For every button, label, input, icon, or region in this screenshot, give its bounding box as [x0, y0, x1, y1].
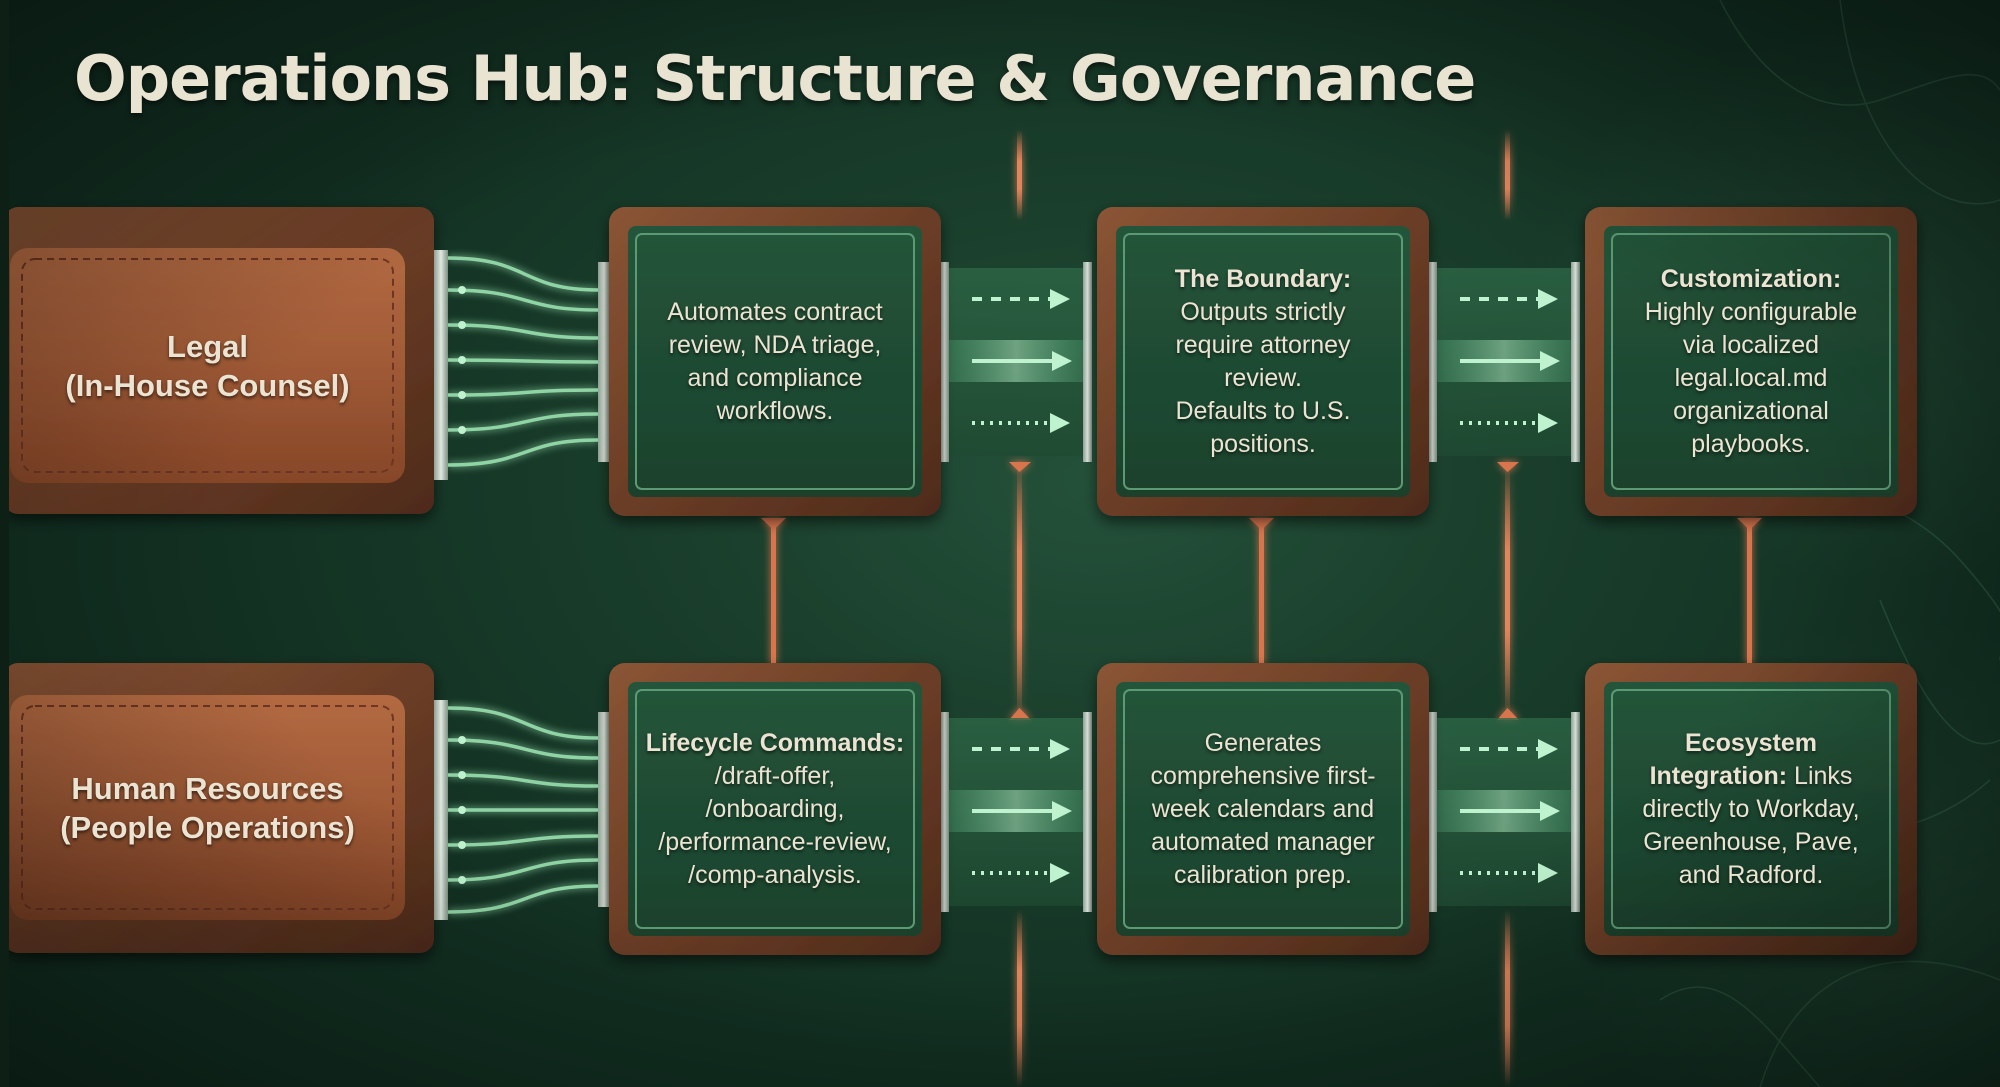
node-text-line: comprehensive first- — [1150, 761, 1376, 790]
node-legal-customization: Customization: Highly configurable via l… — [1604, 226, 1898, 497]
node-text-line: review, NDA triage, — [668, 330, 882, 359]
node-frame-hr-1 — [609, 663, 941, 955]
node-hr-ecosystem: Ecosystem Integration: Links directly to… — [1604, 682, 1898, 936]
node-text-line: review. — [1224, 363, 1302, 392]
node-heading: The Boundary: — [1174, 264, 1352, 293]
node-heading-line: Integration: Links — [1650, 760, 1853, 793]
node-text-line: automated manager — [1151, 827, 1375, 856]
node-text-line: Greenhouse, Pave, — [1643, 827, 1859, 856]
left-edge-bar — [0, 0, 9, 1087]
node-text-line: Outputs strictly — [1180, 297, 1346, 326]
node-text-line: positions. — [1210, 429, 1316, 458]
node-frame-legal-1 — [609, 207, 941, 516]
node-heading: Customization: — [1660, 264, 1842, 293]
node-text-line: /performance-review, — [658, 827, 892, 856]
node-text-line: workflows. — [716, 396, 834, 425]
node-frame-legal-3 — [1585, 207, 1917, 516]
node-hr-lifecycle: Lifecycle Commands: /draft-offer, /onboa… — [628, 682, 922, 936]
node-frame-hr-3 — [1585, 663, 1917, 955]
node-legal-boundary: The Boundary: Outputs strictly require a… — [1116, 226, 1410, 497]
node-heading: Lifecycle Commands: — [645, 728, 905, 757]
department-hr-label: Human Resources (People Operations) — [10, 695, 405, 920]
node-text-line: require attorney — [1175, 330, 1351, 359]
node-hr-generation: Generates comprehensive first- week cale… — [1116, 682, 1410, 936]
node-text-line: playbooks. — [1691, 429, 1811, 458]
department-card-legal — [4, 207, 434, 514]
node-frames — [609, 207, 1917, 955]
page-title: Operations Hub: Structure & Governance — [74, 42, 1476, 115]
conduit-legal — [434, 250, 610, 480]
node-heading-tail: Integration: — [1649, 761, 1788, 790]
department-legal-subtitle: (In-House Counsel) — [65, 367, 350, 403]
node-text-line: via localized — [1682, 330, 1820, 359]
flow-lanes — [940, 262, 1580, 912]
vertical-connectors — [761, 130, 1762, 1087]
node-text-line: legal.local.md — [1674, 363, 1828, 392]
node-legal-automation: Automates contract review, NDA triage, a… — [628, 226, 922, 497]
department-hr-name: Human Resources — [71, 770, 344, 806]
node-frame-hr-2 — [1097, 663, 1429, 955]
node-text-line: and Radford. — [1678, 860, 1824, 889]
node-heading: Ecosystem — [1684, 728, 1818, 757]
node-heading-tail-text: Links — [1787, 761, 1853, 790]
department-legal-label: Legal (In-House Counsel) — [10, 248, 405, 483]
department-hr-subtitle: (People Operations) — [60, 809, 355, 845]
node-text-line: calibration prep. — [1174, 860, 1352, 889]
department-legal-name: Legal — [167, 328, 248, 364]
node-text-line: and compliance — [687, 363, 863, 392]
node-text-line: Generates — [1204, 728, 1322, 757]
node-text-line: Defaults to U.S. — [1175, 396, 1351, 425]
department-card-hr — [4, 663, 434, 953]
node-text-line: week calendars and — [1151, 794, 1375, 823]
node-text-line: Automates contract — [667, 297, 883, 326]
node-frame-legal-2 — [1097, 207, 1429, 516]
node-text-line: /comp-analysis. — [688, 860, 862, 889]
node-text-line: /onboarding, — [705, 794, 845, 823]
node-text-line: Highly configurable — [1644, 297, 1858, 326]
node-text-line: /draft-offer, — [714, 761, 836, 790]
node-text-line: organizational — [1673, 396, 1829, 425]
node-text-line: directly to Workday, — [1642, 794, 1860, 823]
conduit-hr — [434, 700, 610, 920]
